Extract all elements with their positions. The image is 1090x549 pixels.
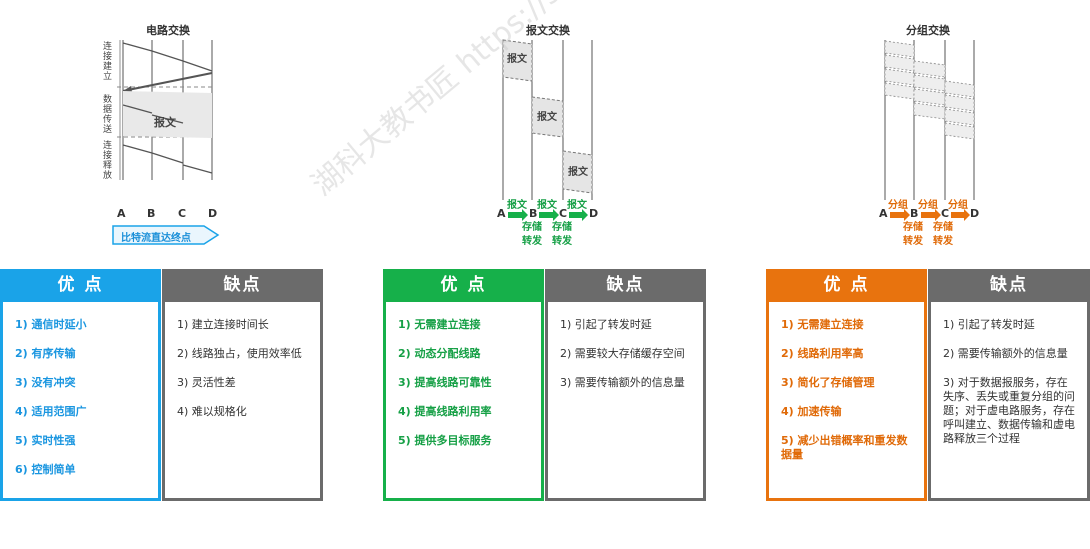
packet-advantages-panel: 优 点 1) 无需建立连接 2) 线路利用率高 3) 简化了存储管理 4) 加速… xyxy=(766,269,927,501)
circuit-switching-diagram xyxy=(117,40,213,180)
forward-label: 转发 xyxy=(933,236,953,247)
packet-diagram-title: 分组交换 xyxy=(906,24,950,37)
packet-node-c: C xyxy=(941,207,950,220)
forward-label: 转发 xyxy=(552,236,572,247)
list-item: 2) 需要较大存储缓存空间 xyxy=(560,347,685,360)
packet-node-d: D xyxy=(970,207,980,220)
store-label: 存储 xyxy=(933,222,953,233)
message-node-a: A xyxy=(497,207,506,220)
message-hop-label-3: 报文 xyxy=(567,200,587,211)
circuit-disadvantages-panel: 缺点 1) 建立连接时间长 2) 线路独占，使用效率低 3) 灵活性差 4) 难… xyxy=(162,269,323,501)
list-item: 1) 建立连接时间长 xyxy=(177,318,269,331)
packet-node-a: A xyxy=(879,207,888,220)
list-item: 3) 对于数据报服务，存在失序、丢失或重复分组的问题；对于虚电路服务，存在呼叫建… xyxy=(943,376,1075,445)
list-item: 3) 提高线路可靠性 xyxy=(398,376,492,389)
list-item: 6) 控制简单 xyxy=(15,463,76,476)
bitstream-label: 比特流直达终点 xyxy=(121,233,191,244)
message-store-forward-c: 存储 转发 xyxy=(552,221,576,249)
list-item: 2) 有序传输 xyxy=(15,347,76,360)
message-diagram-title: 报文交换 xyxy=(526,24,570,37)
store-label: 存储 xyxy=(903,222,923,233)
packet-hop-label-3: 分组 xyxy=(948,200,968,211)
packet-hop-label-1: 分组 xyxy=(888,200,908,211)
message-switching-diagram xyxy=(502,39,593,200)
panel-title: 优 点 xyxy=(766,269,927,302)
store-label: 存储 xyxy=(522,222,542,233)
phase-label-setup: 连接建立 xyxy=(103,42,113,82)
circuit-node-b: B xyxy=(147,207,156,220)
panel-title: 优 点 xyxy=(0,269,161,302)
list-item: 3) 需要传输额外的信息量 xyxy=(560,376,685,389)
circuit-node-d: D xyxy=(208,207,218,220)
message-packet-label-2: 报文 xyxy=(537,112,557,123)
list-item: 3) 没有冲突 xyxy=(15,376,76,389)
circuit-packet-label: 报文 xyxy=(154,116,176,129)
message-node-b: B xyxy=(529,207,538,220)
list-item: 4) 适用范围广 xyxy=(15,405,87,418)
list-item: 5) 实时性强 xyxy=(15,434,76,447)
list-item: 2) 需要传输额外的信息量 xyxy=(943,347,1068,360)
message-packet-label-3: 报文 xyxy=(568,167,588,178)
packet-hop-label-2: 分组 xyxy=(918,200,938,211)
panel-title: 缺点 xyxy=(162,269,323,302)
list-item: 3) 简化了存储管理 xyxy=(781,376,875,389)
forward-label: 转发 xyxy=(903,236,923,247)
forward-label: 转发 xyxy=(522,236,542,247)
message-hop-arrows xyxy=(508,209,588,221)
phase-label-release: 连接释放 xyxy=(103,141,113,181)
packet-disadvantages-panel: 缺点 1) 引起了转发时延 2) 需要传输额外的信息量 3) 对于数据报服务，存… xyxy=(928,269,1090,501)
message-disadvantages-panel: 缺点 1) 引起了转发时延 2) 需要较大存储缓存空间 3) 需要传输额外的信息… xyxy=(545,269,706,501)
message-hop-label-1: 报文 xyxy=(507,200,527,211)
store-label: 存储 xyxy=(552,222,572,233)
bitstream-arrow xyxy=(112,225,220,245)
panel-title: 优 点 xyxy=(383,269,544,302)
circuit-advantages-panel: 优 点 1) 通信时延小 2) 有序传输 3) 没有冲突 4) 适用范围广 5)… xyxy=(0,269,161,501)
list-item: 1) 无需建立连接 xyxy=(398,318,481,331)
packet-node-b: B xyxy=(910,207,919,220)
panel-title: 缺点 xyxy=(545,269,706,302)
circuit-diagram-title: 电路交换 xyxy=(146,24,190,37)
list-item: 5) 提供多目标服务 xyxy=(398,434,492,447)
list-item: 2) 线路独占，使用效率低 xyxy=(177,347,302,360)
message-node-d: D xyxy=(589,207,599,220)
phase-label-transfer: 数据传送 xyxy=(103,95,113,135)
message-hop-label-2: 报文 xyxy=(537,200,557,211)
list-item: 1) 引起了转发时延 xyxy=(560,318,652,331)
message-advantages-panel: 优 点 1) 无需建立连接 2) 动态分配线路 3) 提高线路可靠性 4) 提高… xyxy=(383,269,544,501)
circuit-node-a: A xyxy=(117,207,126,220)
list-item: 4) 加速传输 xyxy=(781,405,842,418)
list-item: 1) 引起了转发时延 xyxy=(943,318,1035,331)
list-item: 1) 无需建立连接 xyxy=(781,318,864,331)
packet-store-forward-b: 存储 转发 xyxy=(903,221,927,249)
list-item: 4) 难以规格化 xyxy=(177,405,247,418)
panel-title: 缺点 xyxy=(928,269,1090,302)
list-item: 3) 灵活性差 xyxy=(177,376,236,389)
message-packet-label-1: 报文 xyxy=(507,54,527,65)
message-node-c: C xyxy=(559,207,568,220)
list-item: 2) 线路利用率高 xyxy=(781,347,864,360)
packet-switching-diagram xyxy=(884,40,975,200)
list-item: 1) 通信时延小 xyxy=(15,318,87,331)
packet-store-forward-c: 存储 转发 xyxy=(933,221,957,249)
message-store-forward-b: 存储 转发 xyxy=(522,221,546,249)
packet-hop-arrows xyxy=(890,209,970,221)
list-item: 4) 提高线路利用率 xyxy=(398,405,492,418)
circuit-node-c: C xyxy=(178,207,187,220)
list-item: 2) 动态分配线路 xyxy=(398,347,481,360)
list-item: 5) 减少出错概率和重发数据量 xyxy=(781,434,908,461)
